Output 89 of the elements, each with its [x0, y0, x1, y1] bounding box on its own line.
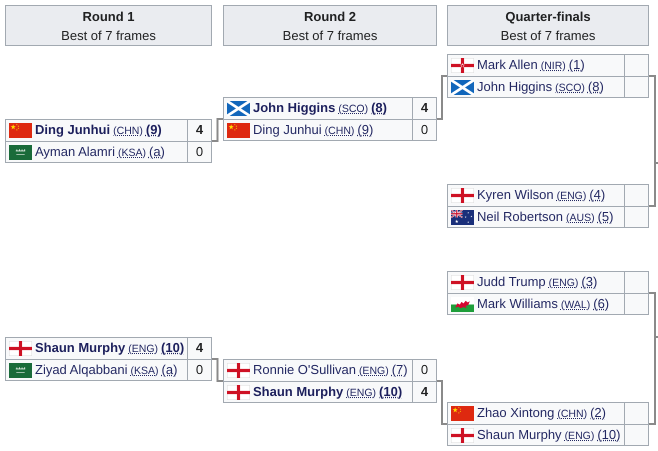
player-name: John Higgins [253, 100, 336, 115]
player-row [448, 76, 648, 97]
player-row [224, 381, 436, 402]
seed: (3) [581, 274, 598, 289]
player-name: Ronnie O'Sullivan [253, 362, 356, 377]
seed: (9) [357, 122, 374, 137]
country-code: (ENG) [556, 190, 586, 202]
seed: (8) [371, 100, 387, 115]
bracket-line [649, 75, 658, 164]
seed: (a) [162, 362, 178, 377]
player-row [224, 119, 436, 140]
player-name: Ding Junhui [253, 122, 322, 137]
seed: (1) [568, 57, 585, 72]
bracket-line [649, 336, 658, 425]
country-code: (ENG) [128, 343, 158, 355]
bracket-line [437, 75, 447, 120]
seed: (5) [598, 209, 614, 224]
match-table [447, 184, 649, 228]
score: 4 [196, 122, 204, 137]
bracket-line [437, 380, 447, 425]
country-code: (SCO) [555, 82, 585, 94]
country-code: (ENG) [346, 387, 376, 399]
bracket-line [649, 292, 658, 338]
bracket-line [212, 358, 223, 382]
round-subtitle: Best of 7 frames [60, 27, 157, 45]
player-name: John Higgins [477, 79, 552, 94]
seed: (9) [146, 122, 162, 137]
seed: (8) [588, 79, 604, 94]
country-code: (SCO) [338, 103, 368, 115]
player-row [448, 293, 648, 314]
bracket-line [212, 118, 223, 142]
round-header [223, 5, 437, 46]
country-code: (NIR) [540, 60, 566, 72]
round-header [5, 5, 212, 46]
match-table [447, 54, 649, 98]
match-table [447, 402, 649, 446]
score: 0 [420, 122, 428, 137]
score: 0 [196, 362, 204, 377]
player-name: Mark Allen [477, 57, 538, 72]
player-name: Zhao Xintong [477, 405, 554, 420]
match-table [223, 97, 437, 141]
seed: (a) [148, 144, 165, 159]
seed: (7) [392, 362, 408, 377]
score: 4 [420, 100, 428, 115]
seed: (10) [597, 427, 620, 442]
player-name: Ayman Alamri [35, 144, 115, 159]
match-table [5, 337, 212, 381]
score: 0 [420, 362, 428, 377]
seed: (6) [593, 296, 610, 311]
country-code: (KSA) [118, 147, 146, 159]
country-code: (CHN) [557, 408, 588, 420]
country-code: (KSA) [130, 365, 159, 377]
seed: (10) [379, 384, 402, 399]
player-name: Shaun Murphy [35, 340, 126, 355]
match-table [5, 119, 212, 163]
player-name: Shaun Murphy [477, 427, 562, 442]
score: 0 [196, 144, 204, 159]
player-row [6, 359, 211, 380]
country-code: (ENG) [564, 430, 594, 442]
player-row [448, 424, 648, 445]
country-code: (ENG) [358, 365, 389, 377]
player-name: Kyren Wilson [477, 187, 554, 202]
player-name: Mark Williams [477, 296, 558, 311]
country-code: (CHN) [113, 125, 143, 137]
player-name: Neil Robertson [477, 209, 563, 224]
match-table [447, 271, 649, 315]
country-code: (WAL) [560, 299, 590, 311]
round-title: Round 2 [303, 8, 357, 26]
bracket-line [649, 162, 658, 207]
player-row [6, 141, 211, 162]
seed: (10) [161, 340, 184, 355]
country-code: (ENG) [548, 277, 578, 289]
score: 4 [420, 384, 428, 399]
round-header [447, 5, 649, 46]
round-title: Round 1 [82, 8, 136, 26]
round-subtitle: Best of 7 frames [500, 27, 596, 45]
seed: (4) [589, 187, 606, 202]
seed: (2) [590, 405, 606, 420]
country-code: (CHN) [324, 125, 354, 137]
player-name: Shaun Murphy [253, 384, 344, 399]
country-code: (AUS) [566, 212, 595, 224]
player-row [448, 206, 648, 227]
score: 4 [196, 340, 204, 355]
player-name: Judd Trump [477, 274, 546, 289]
match-table [223, 359, 437, 403]
round-subtitle: Best of 7 frames [282, 27, 378, 45]
player-name: Ziyad Alqabbani [35, 362, 128, 377]
round-title: Quarter-finals [504, 8, 592, 26]
player-name: Ding Junhui [35, 122, 110, 137]
